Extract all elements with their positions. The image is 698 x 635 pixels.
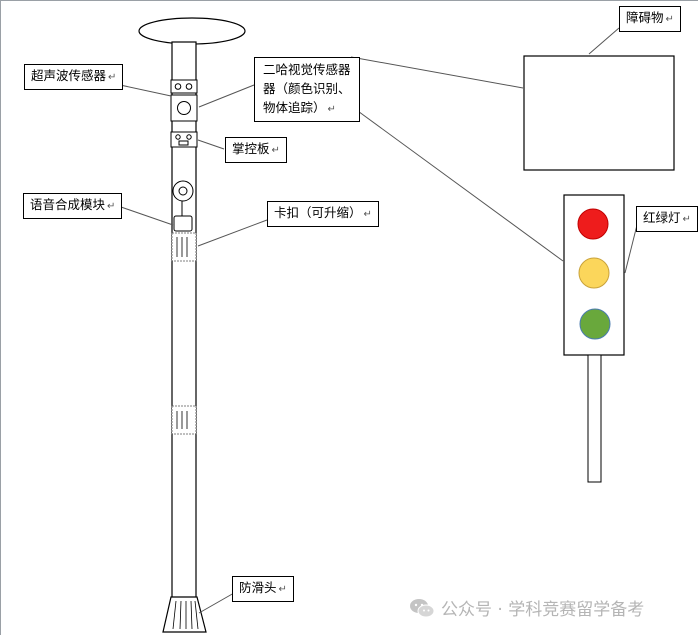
return-mark-icon: ↵ (665, 14, 674, 25)
return-mark-icon: ↵ (682, 214, 691, 225)
watermark-text: 公众号 · 学科竞赛留学备考 (441, 600, 645, 620)
label-control-board: 掌控板↵ (225, 137, 287, 163)
label-telescopic-clip: 卡扣（可升缩）↵ (267, 201, 379, 227)
return-mark-icon: ↵ (278, 584, 287, 595)
control-board-dot-left (175, 134, 181, 140)
vision-sensor (170, 94, 198, 122)
label-vision-line3: 物体追踪） (263, 100, 326, 115)
leader-lines (110, 27, 638, 614)
label-vision-sensor: 二哈视觉传感器 器（颜色识别、 物体追踪）↵ (254, 57, 360, 122)
label-traffic-light-text: 红绿灯 (643, 210, 681, 225)
label-ultrasonic-sensor: 超声波传感器↵ (24, 64, 124, 90)
traffic-light-red (577, 208, 609, 240)
return-mark-icon: ↵ (107, 201, 116, 212)
label-control-board-text: 掌控板 (232, 141, 270, 156)
return-mark-icon: ↵ (108, 72, 117, 83)
ultrasonic-eye-right (185, 83, 193, 90)
label-anti-slip-text: 防滑头 (239, 580, 277, 595)
voice-module-speaker (172, 180, 194, 202)
return-mark-icon: ↵ (363, 209, 372, 220)
telescopic-clip-lower (171, 405, 197, 435)
watermark: 公众号 · 学科竞赛留学备考 (409, 595, 644, 620)
label-anti-slip-tip: 防滑头↵ (232, 576, 294, 602)
control-board-dot-right (186, 134, 192, 140)
anti-slip-tip (162, 596, 207, 633)
traffic-light-pole (587, 354, 602, 483)
anti-slip-ridges (172, 600, 199, 630)
ultrasonic-eye-left (174, 83, 182, 90)
telescopic-clip-upper (171, 232, 197, 262)
vision-sensor-lens (177, 101, 191, 115)
return-mark-icon: ↵ (271, 145, 280, 156)
return-mark-icon: ↵ (327, 104, 336, 115)
label-obstacle-text: 障碍物 (626, 10, 664, 25)
label-traffic-light: 红绿灯↵ (636, 206, 698, 232)
label-vision-line1: 二哈视觉传感器 (263, 62, 351, 77)
label-obstacle: 障碍物↵ (619, 6, 681, 32)
obstacle-box (523, 55, 675, 171)
wechat-icon (410, 598, 435, 617)
voice-module-speaker-center (178, 186, 188, 196)
label-voice-module-text: 语音合成模块 (30, 197, 106, 212)
cane-top-disc (138, 17, 246, 45)
label-voice-module: 语音合成模块↵ (23, 193, 123, 219)
traffic-light-green (579, 308, 611, 340)
control-board-port (178, 140, 189, 146)
label-vision-line2: 器（颜色识别、 (263, 81, 351, 96)
label-ultrasonic-text: 超声波传感器 (31, 68, 107, 83)
cane-shaft (171, 41, 197, 599)
voice-module-body (173, 215, 193, 232)
label-telescopic-clip-text: 卡扣（可升缩） (274, 205, 362, 220)
traffic-light-yellow (578, 257, 610, 289)
